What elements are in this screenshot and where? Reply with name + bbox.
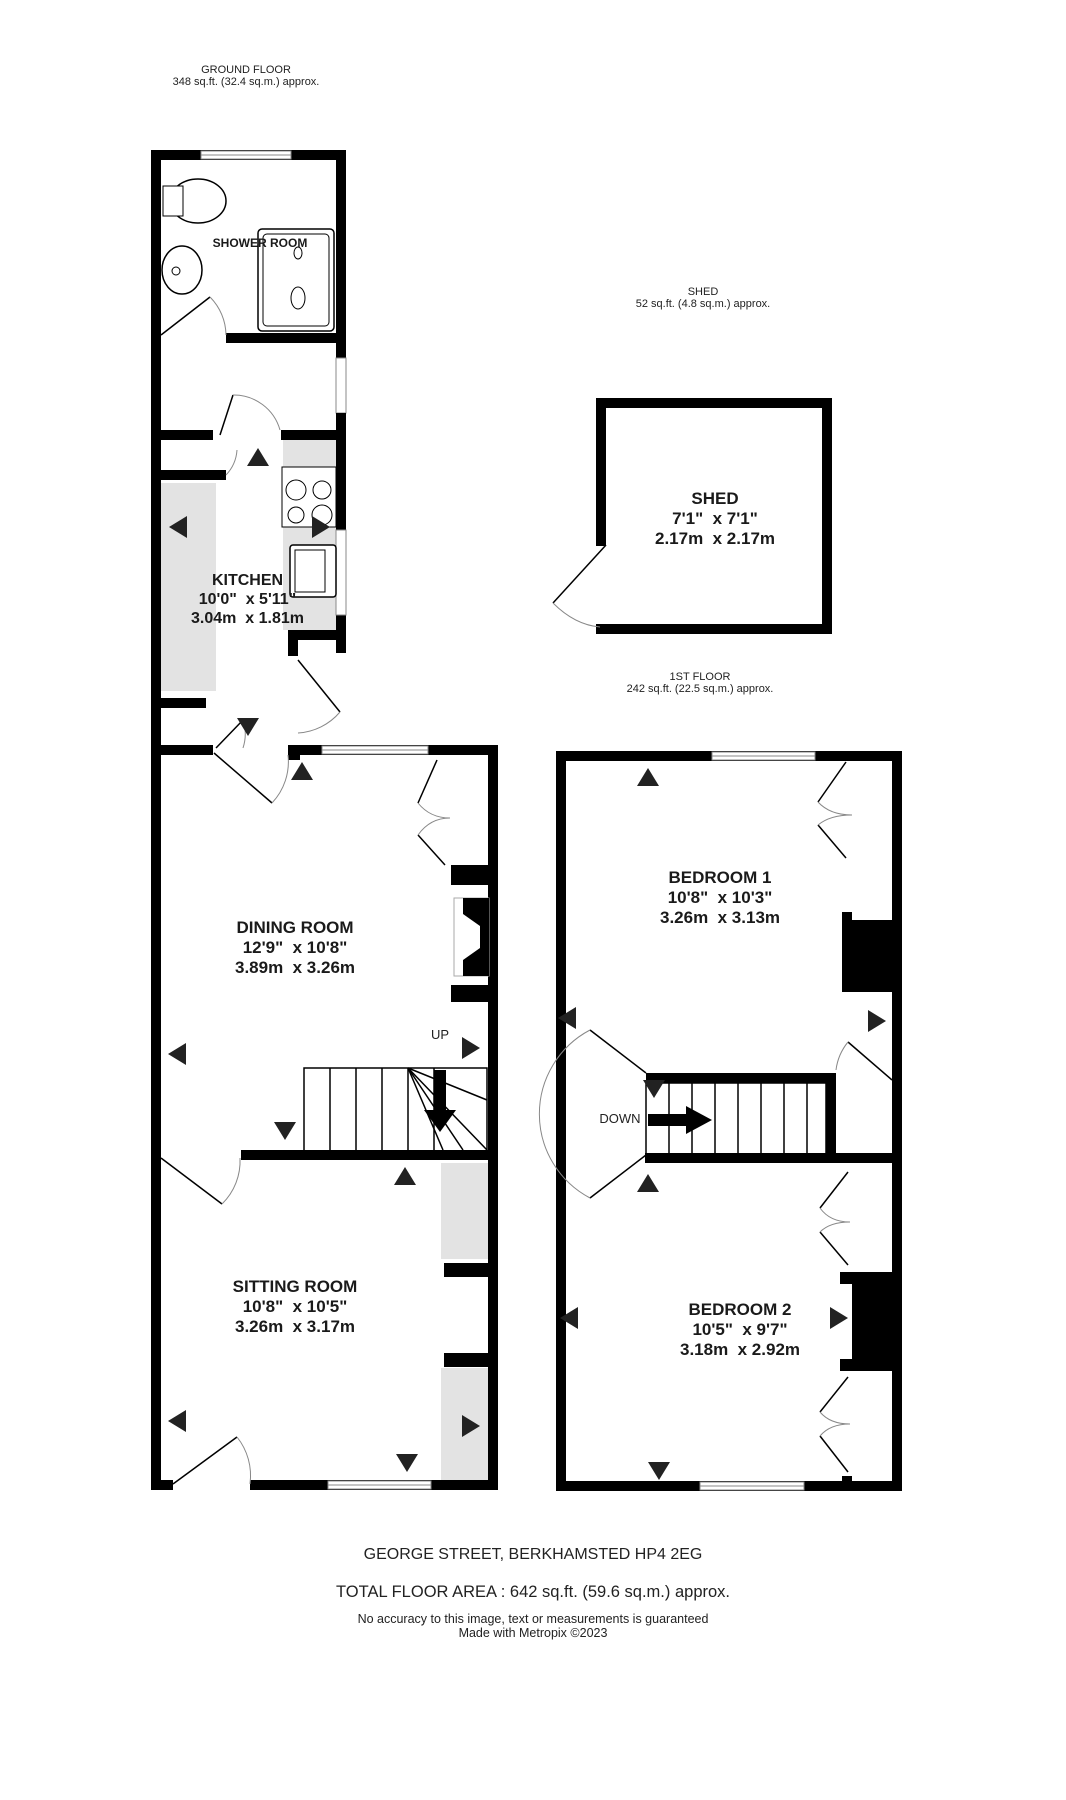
first-floor-area: 242 sq.ft. (22.5 sq.m.) approx. — [626, 683, 774, 695]
dining-room-name: DINING ROOM — [236, 918, 354, 937]
bedroom-2-label: BEDROOM 2 10'5" x 9'7" 3.18m x 2.92m — [630, 1300, 850, 1360]
dining-room-label: DINING ROOM 12'9" x 10'8" 3.89m x 3.26m — [190, 918, 400, 978]
ground-floor-stairs — [303, 1067, 488, 1153]
bedroom-2-metric: 3.18m x 2.92m — [679, 1340, 801, 1359]
bedroom-1-imperial: 10'8" x 10'3" — [667, 888, 773, 907]
kitchen-label: KITCHEN 10'0" x 5'11" 3.04m x 1.81m — [160, 571, 335, 628]
ground-floor-title: GROUND FLOOR — [201, 64, 291, 76]
bedroom-2-name: BEDROOM 2 — [688, 1300, 792, 1319]
bedroom-1-metric: 3.26m x 3.13m — [659, 908, 781, 927]
bedroom-1-name: BEDROOM 1 — [668, 868, 772, 887]
dining-room-imperial: 12'9" x 10'8" — [242, 938, 348, 957]
sitting-room-metric: 3.26m x 3.17m — [234, 1317, 356, 1336]
ground-floor-heading: GROUND FLOOR 348 sq.ft. (32.4 sq.m.) app… — [146, 64, 346, 88]
shed-heading: SHED 52 sq.ft. (4.8 sq.m.) approx. — [583, 286, 823, 310]
stairs-down-label: DOWN — [599, 1111, 641, 1126]
kitchen-imperial: 10'0" x 5'11" — [198, 591, 297, 608]
shed-room-label: SHED 7'1" x 7'1" 2.17m x 2.17m — [610, 489, 820, 549]
property-address: GEORGE STREET, BERKHAMSTED HP4 2EG — [363, 1546, 703, 1563]
sitting-room-label: SITTING ROOM 10'8" x 10'5" 3.26m x 3.17m — [190, 1277, 400, 1337]
shed-title: SHED — [687, 286, 719, 298]
dining-room-metric: 3.89m x 3.26m — [234, 958, 356, 977]
sitting-room-name: SITTING ROOM — [232, 1277, 358, 1296]
shed-room-name: SHED — [691, 489, 739, 508]
total-floor-area: TOTAL FLOOR AREA : 642 sq.ft. (59.6 sq.m… — [335, 1583, 731, 1601]
shower-room-label: SHOWER ROOM — [212, 236, 308, 250]
kitchen-metric: 3.04m x 1.81m — [191, 610, 304, 627]
shed-area: 52 sq.ft. (4.8 sq.m.) approx. — [635, 298, 771, 310]
sitting-room-imperial: 10'8" x 10'5" — [242, 1297, 348, 1316]
shed-plan — [552, 398, 832, 634]
bedroom-1-label: BEDROOM 1 10'8" x 10'3" 3.26m x 3.13m — [610, 868, 830, 928]
shed-room-imperial: 7'1" x 7'1" — [672, 509, 758, 528]
bedroom-2-imperial: 10'5" x 9'7" — [692, 1320, 788, 1339]
stairs-up-label: UP — [430, 1027, 450, 1042]
first-floor-plan — [538, 751, 902, 1491]
kitchen-name: KITCHEN — [211, 572, 284, 589]
first-floor-heading: 1ST FLOOR 242 sq.ft. (22.5 sq.m.) approx… — [580, 671, 820, 695]
first-floor-title: 1ST FLOOR — [669, 671, 731, 683]
ground-floor-area: 348 sq.ft. (32.4 sq.m.) approx. — [172, 76, 320, 88]
shed-room-metric: 2.17m x 2.17m — [654, 529, 776, 548]
first-floor-stairs — [645, 1073, 836, 1161]
metropix-credit: Made with Metropix ©2023 — [458, 1626, 608, 1640]
ground-floor-plan — [151, 150, 498, 1490]
disclaimer: No accuracy to this image, text or measu… — [357, 1612, 709, 1626]
